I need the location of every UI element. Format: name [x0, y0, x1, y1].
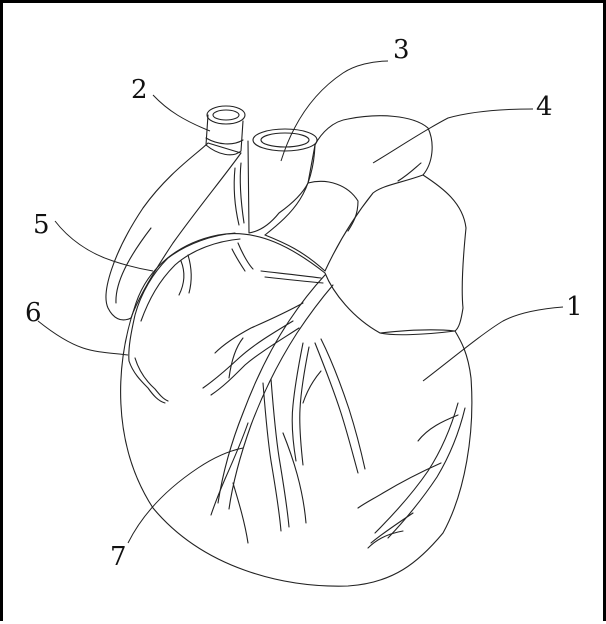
branch-upper-2 — [265, 277, 323, 283]
branch-upper — [261, 271, 321, 278]
vessel-c — [188, 255, 191, 293]
right-atrium-inner — [116, 228, 151, 303]
lv-branch-1 — [418, 415, 458, 441]
label-2: 2 — [131, 75, 148, 105]
branch-d1-2 — [211, 328, 299, 395]
heart-ventricles — [121, 234, 472, 587]
right-coronary-artery-2 — [141, 239, 240, 321]
label-6: 6 — [25, 298, 42, 328]
right-atrium — [106, 143, 241, 320]
aorta-opening-inner — [261, 133, 309, 147]
pulmonary-trunk — [265, 116, 432, 271]
branch-d6 — [283, 433, 306, 523]
aorta — [248, 141, 315, 233]
circumflex-branch — [375, 403, 458, 533]
label-4: 4 — [536, 92, 553, 122]
vessel-a-2 — [240, 163, 244, 223]
aorta-opening — [253, 129, 317, 151]
lv-branch-4 — [368, 531, 403, 548]
label-1: 1 — [566, 292, 583, 322]
branch-d5 — [211, 423, 248, 515]
branch-d8 — [303, 371, 321, 403]
vessel-b-2 — [232, 249, 245, 271]
branch-d1 — [203, 321, 293, 388]
branch-d4 — [263, 383, 281, 531]
branch-d4-2 — [271, 379, 289, 527]
heart-diagram: 1 2 3 4 5 6 7 — [3, 3, 606, 624]
lv-branch-3 — [371, 513, 413, 543]
leader-6 — [38, 321, 128, 355]
svc-band — [206, 138, 243, 144]
branch-d2-2 — [300, 347, 309, 465]
aorta-arch — [265, 145, 315, 235]
branch-d3 — [315, 343, 358, 473]
anterior-interventricular-branch-2 — [229, 285, 333, 509]
vessel-c-2 — [179, 261, 184, 295]
vessel-b — [238, 243, 253, 269]
branch-d3-2 — [321, 339, 365, 469]
branch-left-2 — [229, 338, 243, 378]
pulmonary-trunk-curve — [398, 163, 421, 181]
right-coronary-artery — [129, 233, 235, 361]
label-3: 3 — [393, 35, 410, 65]
left-auricle — [423, 175, 466, 331]
leader-1 — [423, 307, 563, 381]
label-5: 5 — [33, 210, 50, 240]
superior-vena-cava-opening-inner — [213, 110, 239, 120]
branch-d7 — [233, 483, 248, 543]
marginal-branch — [129, 361, 165, 403]
leader-2 — [153, 95, 210, 131]
vessel-a — [234, 168, 239, 225]
label-7: 7 — [110, 542, 127, 572]
